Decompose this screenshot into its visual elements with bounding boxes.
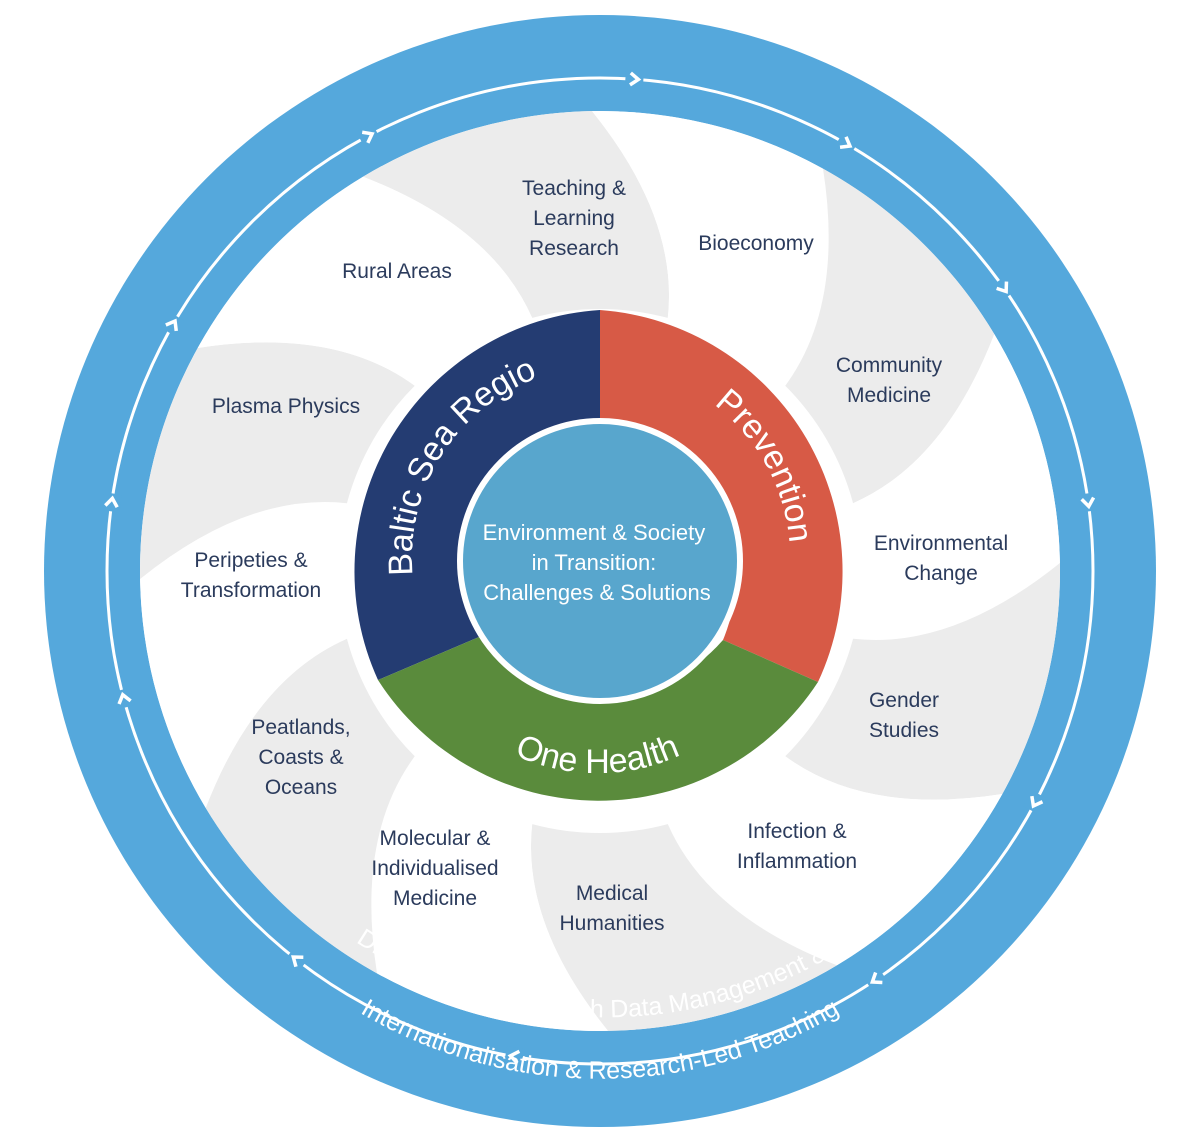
chevron-arrow-icon	[101, 492, 122, 513]
topic-line: Transformation	[181, 579, 321, 602]
topic-line: Peatlands,	[251, 716, 350, 739]
topic-line: Learning	[533, 207, 615, 230]
core-line-3: Challenges & Solutions	[483, 580, 710, 605]
topic-line: Infection &	[747, 820, 846, 843]
core-line-2: in Transition:	[532, 550, 657, 575]
topic-bioeconomy: Bioeconomy	[698, 232, 814, 255]
chevron-arrow-icon	[624, 69, 644, 89]
topic-line: Molecular &	[380, 827, 491, 850]
topic-line: Studies	[869, 719, 939, 742]
topic-line: Bioeconomy	[698, 232, 814, 255]
topic-segment	[853, 334, 1060, 641]
chevron-arrow-icon	[112, 687, 135, 710]
chevron-arrow-icon	[1023, 790, 1048, 815]
chevron-arrow-icon	[1078, 492, 1099, 513]
topic-segment	[591, 111, 829, 386]
topic-line: Plasma Physics	[212, 395, 360, 418]
topic-plasma-physics: Plasma Physics	[212, 395, 360, 418]
topic-segment	[371, 756, 609, 1031]
core-circle	[457, 418, 743, 704]
chevron-arrow-icon	[863, 967, 889, 993]
topic-segment	[139, 342, 415, 580]
topic-peatlands: Peatlands, Coasts & Oceans	[251, 716, 350, 799]
topic-line: Humanities	[559, 912, 664, 935]
outer-ring-divider	[105, 76, 1095, 1066]
topic-segment	[785, 562, 1060, 800]
topic-line: Inflammation	[737, 850, 857, 873]
chevron-arrow-icon	[356, 123, 381, 148]
topic-infection: Infection & Inflammation	[737, 820, 857, 873]
topic-line: Community	[836, 354, 943, 377]
topic-segments	[139, 111, 1060, 1031]
topic-peripeties: Peripeties & Transformation	[181, 549, 321, 602]
core-title: Environment & Society in Transition: Cha…	[483, 520, 712, 605]
topic-line: Gender	[869, 689, 939, 712]
topic-segment	[197, 176, 533, 386]
chevron-arrow-icon	[283, 946, 310, 973]
topic-line: Environmental	[874, 532, 1008, 555]
core-line-1: Environment & Society	[483, 520, 706, 545]
topic-segment	[205, 638, 415, 974]
chevron-arrow-icon	[991, 275, 1017, 301]
topic-line: Research	[529, 237, 619, 260]
topic-line: Rural Areas	[342, 260, 452, 283]
topic-line: Change	[904, 562, 978, 585]
topic-segment	[785, 168, 995, 504]
topic-segment	[530, 824, 837, 1031]
topic-line: Medicine	[847, 384, 931, 407]
topic-line: Peripeties &	[194, 549, 307, 572]
topic-line: Medicine	[393, 887, 477, 910]
topic-line: Teaching &	[522, 177, 626, 200]
topic-line: Individualised	[371, 857, 498, 880]
topic-segment	[363, 111, 670, 318]
topic-rural-areas: Rural Areas	[342, 260, 452, 283]
chevron-arrow-icon	[834, 131, 859, 157]
topic-segment	[667, 756, 1003, 966]
chevron-arrow-icon	[160, 312, 186, 337]
ring-arrows	[101, 69, 1099, 1067]
pillar-one-health	[378, 637, 818, 801]
topic-line: Coasts &	[258, 746, 343, 769]
chevron-arrow-icon	[503, 1046, 525, 1067]
topic-line: Medical	[576, 882, 648, 905]
topic-segment	[140, 501, 347, 808]
topic-line: Oceans	[265, 776, 337, 799]
